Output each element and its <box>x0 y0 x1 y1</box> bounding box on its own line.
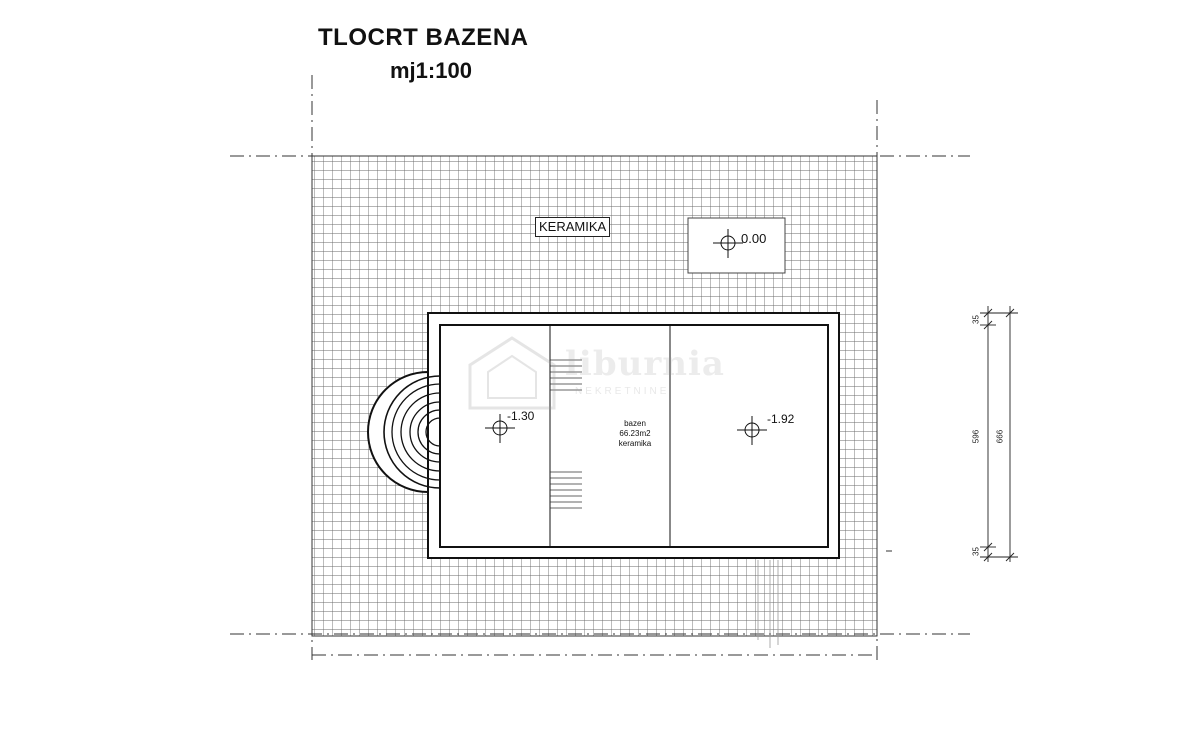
pool-info-block: bazen 66.23m2 keramika <box>600 419 670 449</box>
ladder-ticks-lower <box>550 471 582 509</box>
boundary-lines <box>230 75 970 660</box>
dimension-overall: 666 <box>995 429 1005 444</box>
dimension-inner: 596 <box>971 429 981 444</box>
dimension-edge-top: 35 <box>971 315 981 324</box>
dimension-chain <box>980 306 1018 562</box>
deck-level-plate <box>687 217 786 274</box>
dimension-edge-bottom: 35 <box>971 547 981 556</box>
deep-level-label: -1.92 <box>767 412 795 426</box>
watermark-brand: liburnia <box>565 344 725 384</box>
surround-material-label: KERAMIKA <box>535 217 611 237</box>
deck-level-label: 0.00 <box>741 231 767 246</box>
pool-name-label: bazen <box>624 419 646 428</box>
pool-material-label: keramika <box>618 439 652 448</box>
watermark-house-logo <box>468 336 556 410</box>
drawing-title: TLOCRT BAZENA <box>318 24 529 51</box>
pool-section-lines <box>549 325 671 547</box>
entry-ticks <box>757 560 779 648</box>
shallow-level-label: -1.30 <box>507 409 535 423</box>
ladder-ticks-upper <box>550 359 582 391</box>
semicircle-steps <box>367 370 441 494</box>
pool-area-label: 66.23m2 <box>619 429 651 438</box>
drawing-scale: mj1:100 <box>390 58 472 83</box>
watermark-sub: NEKRETNINE <box>575 386 670 397</box>
level-marker-deep <box>737 416 767 445</box>
level-marker-shallow <box>485 414 515 443</box>
pool-outline <box>427 312 840 559</box>
level-marker-deck <box>713 229 743 258</box>
